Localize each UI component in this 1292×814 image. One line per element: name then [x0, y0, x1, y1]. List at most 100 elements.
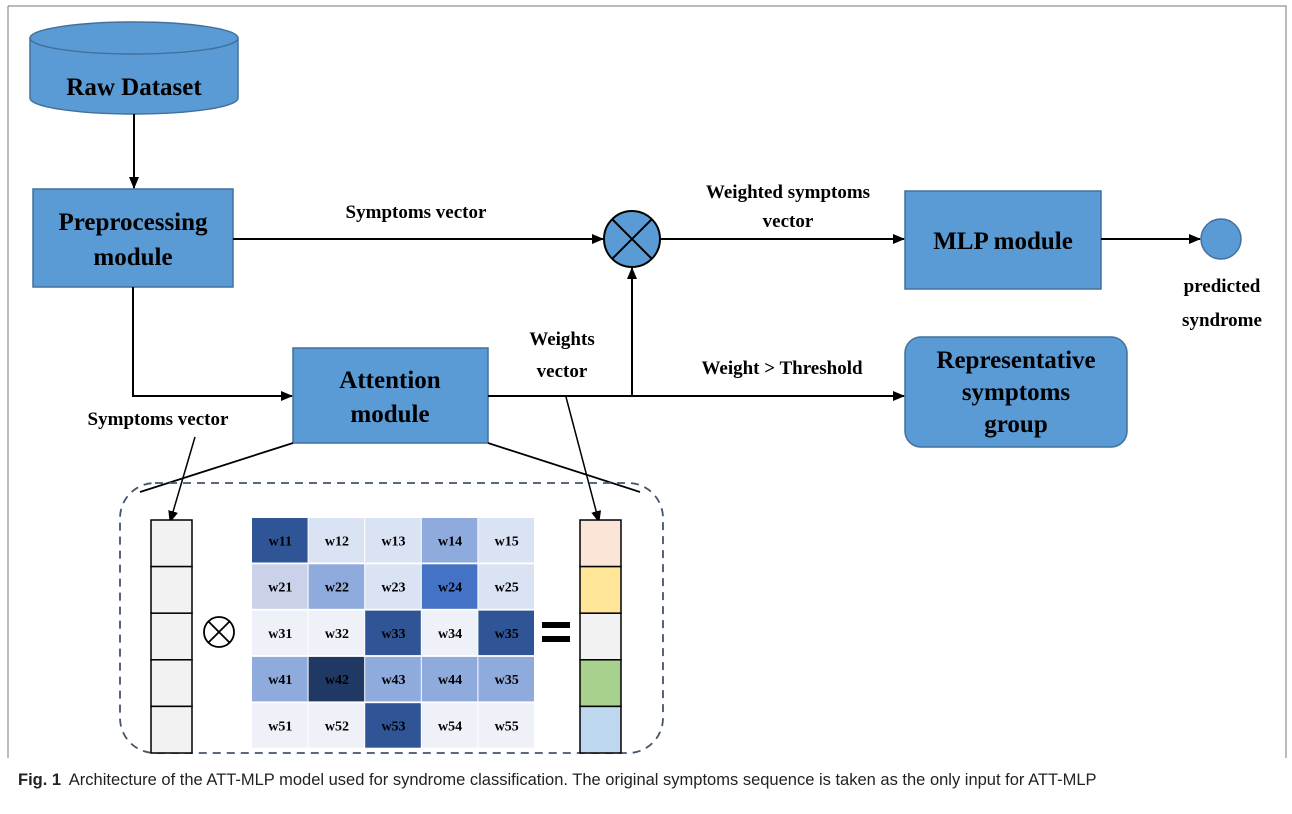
- preprocessing-label-line1: Preprocessing: [58, 209, 208, 236]
- weight-threshold-label: Weight > Threshold: [701, 358, 863, 379]
- matrix-cell: w35: [478, 656, 534, 702]
- matrix-cell: w15: [478, 518, 534, 563]
- output-vector: [579, 519, 622, 754]
- matrix-cell-label: w54: [438, 719, 462, 734]
- attention-label-line1: Attention: [339, 367, 440, 394]
- multiply-node: [603, 210, 661, 268]
- attention-label-line2: module: [350, 401, 429, 428]
- output-vector-cell: [579, 705, 622, 754]
- matrix-cell-label: w25: [495, 581, 519, 596]
- raw-dataset-node: Raw Dataset: [29, 21, 239, 115]
- matrix-cell-label: w11: [269, 534, 292, 549]
- weight-matrix: w11 w12 w13 w14 w15 w21 w22 w23 w24 w25 w31 w32 w33 w…: [252, 518, 534, 748]
- matrix-cell: w13: [365, 518, 421, 563]
- panel-multiply-icon: [203, 616, 235, 648]
- matrix-cell-label: w42: [325, 673, 349, 688]
- matrix-cell-label: w35: [495, 673, 519, 688]
- input-vector-cell: [150, 659, 193, 708]
- matrix-cell: w22: [308, 564, 365, 609]
- matrix-cell-label: w52: [325, 719, 349, 734]
- matrix-cell: w34: [421, 610, 478, 656]
- matrix-cell: w25: [478, 564, 534, 609]
- matrix-cell: w35: [478, 610, 534, 656]
- matrix-cell-label: w14: [438, 534, 462, 549]
- matrix-cell: w33: [365, 610, 421, 656]
- input-vector-cell: [150, 612, 193, 661]
- symptoms-vector-left-label: Symptoms vector: [88, 409, 229, 430]
- matrix-cell: w23: [365, 564, 421, 609]
- input-vector-cell: [150, 519, 193, 568]
- weighted-symptoms-label-line2: vector: [763, 211, 814, 232]
- matrix-cell-label: w43: [381, 673, 405, 688]
- matrix-cell: w24: [421, 564, 478, 609]
- mlp-label: MLP module: [933, 228, 1073, 255]
- predicted-label-line2: syndrome: [1182, 310, 1262, 331]
- matrix-cell: w55: [478, 703, 534, 748]
- matrix-cell: w42: [308, 656, 365, 702]
- matrix-cell: w11: [252, 518, 308, 563]
- connections: [129, 114, 1201, 523]
- matrix-cell-label: w32: [325, 627, 349, 642]
- matrix-cell-label: w23: [381, 581, 405, 596]
- edge-weights-pointer: [565, 396, 602, 523]
- matrix-cell-label: w13: [381, 534, 405, 549]
- output-vector-cell: [579, 612, 622, 661]
- matrix-cell: w54: [421, 703, 478, 748]
- edge-preprocessing-to-attention: [132, 287, 293, 401]
- attention-node: Attention module: [292, 347, 489, 444]
- matrix-cell-label: w12: [325, 534, 349, 549]
- output-vector-cell: [579, 519, 622, 568]
- caption-label: Fig. 1: [18, 771, 62, 789]
- representative-label-line2: symptoms: [962, 379, 1071, 406]
- input-vector-cell: [150, 705, 193, 754]
- representative-node: Representative symptoms group: [904, 336, 1128, 448]
- mlp-node: MLP module: [904, 190, 1102, 290]
- figure-frame: [7, 5, 1287, 758]
- matrix-cell: w31: [252, 610, 308, 656]
- weights-vector-label-line1: Weights: [529, 329, 594, 350]
- matrix-cell: w51: [252, 703, 308, 748]
- matrix-cell-label: w41: [268, 673, 292, 688]
- matrix-cell: w32: [308, 610, 365, 656]
- matrix-cell-label: w24: [438, 581, 462, 596]
- input-vector: [150, 519, 193, 754]
- input-vector-cell: [150, 565, 193, 614]
- matrix-cell-label: w15: [495, 534, 519, 549]
- figure-caption: Fig. 1 Architecture of the ATT-MLP model…: [18, 771, 1288, 790]
- preprocessing-node: Preprocessing module: [32, 188, 234, 288]
- preprocessing-label-line2: module: [93, 244, 172, 271]
- matrix-cell-label: w33: [381, 627, 405, 642]
- matrix-cell-label: w34: [438, 627, 462, 642]
- matrix-cell: w41: [252, 656, 308, 702]
- matrix-cell-label: w31: [268, 627, 292, 642]
- symptoms-vector-top-label: Symptoms vector: [346, 202, 487, 223]
- zoom-line-right: [487, 442, 641, 493]
- matrix-cell-label: w21: [268, 581, 292, 596]
- matrix-cell-label: w44: [438, 673, 462, 688]
- matrix-cell: w52: [308, 703, 365, 748]
- output-vector-cell: [579, 659, 622, 708]
- matrix-cell: w53: [365, 703, 421, 748]
- matrix-cell: w14: [421, 518, 478, 563]
- equals-icon: [542, 622, 570, 642]
- output-vector-cell: [579, 565, 622, 614]
- weighted-symptoms-label-line1: Weighted symptoms: [706, 182, 870, 203]
- caption-text: Architecture of the ATT-MLP model used f…: [68, 771, 1097, 789]
- weights-vector-label-line2: vector: [537, 361, 588, 382]
- matrix-cell-label: w51: [268, 719, 292, 734]
- predicted-label-line1: predicted: [1184, 276, 1261, 297]
- matrix-cell-label: w55: [495, 719, 519, 734]
- zoom-line-left: [139, 442, 294, 493]
- raw-dataset-label: Raw Dataset: [66, 74, 202, 101]
- matrix-cell-label: w22: [325, 581, 349, 596]
- matrix-cell-label: w35: [495, 627, 519, 642]
- edge-symptoms-pointer: [168, 436, 196, 523]
- edge-attention-to-multiply: [488, 267, 637, 397]
- representative-label-line3: group: [984, 411, 1047, 438]
- matrix-cell: w43: [365, 656, 421, 702]
- matrix-cell: w12: [308, 518, 365, 563]
- representative-label-line1: Representative: [936, 347, 1095, 374]
- matrix-cell: w44: [421, 656, 478, 702]
- matrix-cell-label: w53: [381, 719, 405, 734]
